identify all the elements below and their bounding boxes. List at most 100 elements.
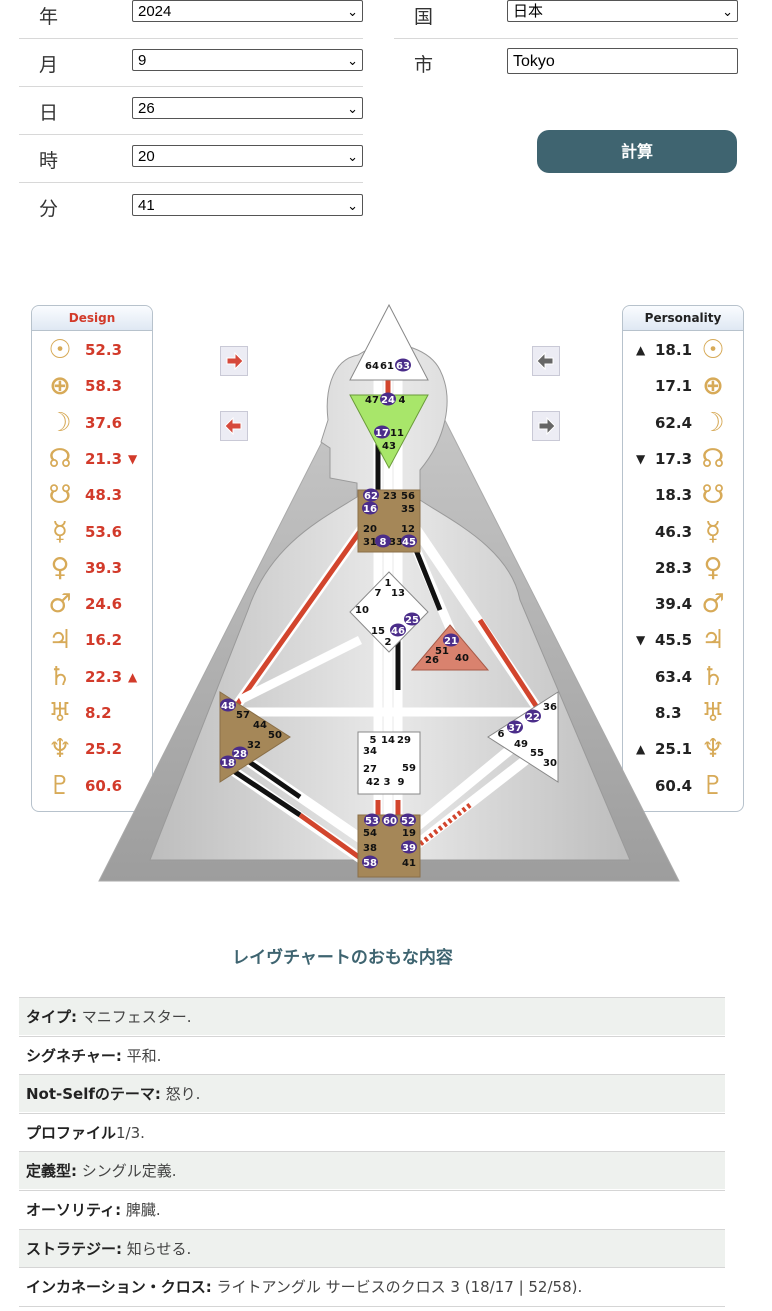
- gate-badge: [220, 698, 236, 712]
- gate-64: 64: [365, 361, 379, 372]
- gate-badge: [375, 534, 391, 548]
- gate-37: 37: [508, 723, 522, 734]
- hour-select[interactable]: 20⌄: [132, 145, 363, 167]
- gate-11: 11: [390, 428, 404, 439]
- gate-1: 1: [385, 578, 392, 589]
- gate-10: 10: [355, 605, 369, 616]
- personality-row-uranus: ♅8.3: [623, 695, 743, 731]
- country-value: 日本: [513, 3, 544, 20]
- gate-55: 55: [530, 748, 544, 759]
- jupiter-icon: ♃: [701, 625, 725, 656]
- design-value-neptune: 25.2: [85, 740, 123, 759]
- gate-3: 3: [384, 777, 391, 788]
- throat-center: [357, 489, 421, 553]
- country-select[interactable]: 日本⌄: [507, 0, 738, 22]
- gate-15: 15: [371, 626, 385, 637]
- year-row: 年 2024⌄: [19, 0, 363, 39]
- design-row-moon: ☽37.6: [32, 405, 152, 441]
- summary-row: タイプ: マニフェスター.: [19, 997, 725, 1035]
- gate-21: 21: [444, 636, 458, 647]
- personality-back-arrow[interactable]: [532, 346, 560, 376]
- summary-row: ストラテジー: 知らせる.: [19, 1228, 725, 1267]
- gate-33: 33: [389, 537, 403, 548]
- summary-row-label: プロファイル: [26, 1123, 117, 1142]
- summary-row-label: オーソリティ:: [26, 1201, 122, 1219]
- neptune-icon: ♆: [48, 734, 72, 765]
- gate-2: 2: [385, 637, 392, 648]
- minute-label: 分: [39, 198, 59, 220]
- gate-59: 59: [402, 763, 416, 774]
- gate-32: 32: [247, 740, 261, 751]
- gate-46: 46: [391, 626, 405, 637]
- month-row: 月 9⌄: [19, 38, 363, 87]
- gate-28: 28: [233, 749, 247, 760]
- gate-61: 61: [380, 361, 394, 372]
- design-row-jupiter: ♃16.2: [32, 622, 152, 658]
- mercury-icon: ☿: [52, 516, 68, 547]
- gate-27: 27: [363, 764, 377, 775]
- saturn-icon: ♄: [701, 661, 725, 692]
- minute-value: 41: [138, 197, 155, 214]
- gate-badge: [232, 746, 248, 760]
- mars-icon: ♂: [48, 589, 72, 620]
- personality-panel: Personality ☉18.1▲⊕17.1☽62.4☊17.3▼☋18.3☿…: [622, 305, 744, 812]
- gate-badge: [364, 813, 380, 827]
- gate-41: 41: [402, 858, 416, 869]
- summary-row: インカネーション・クロス: ライトアングル サービスのクロス 3 (18/17 …: [19, 1267, 725, 1305]
- country-label: 国: [414, 6, 434, 28]
- personality-row-jupiter: ♃45.5▼: [623, 622, 743, 658]
- design-value-venus: 39.3: [85, 558, 123, 577]
- year-select[interactable]: 2024⌄: [132, 0, 363, 22]
- day-label: 日: [39, 102, 59, 124]
- personality-value-neptune: 25.1: [655, 740, 693, 759]
- personality-row-mercury: ☿46.3: [623, 514, 743, 550]
- gate-9: 9: [398, 777, 405, 788]
- background-triangle: [98, 308, 680, 882]
- uranus-icon: ♅: [701, 698, 725, 728]
- year-label: 年: [39, 6, 59, 28]
- city-input[interactable]: Tokyo: [507, 48, 738, 74]
- month-select[interactable]: 9⌄: [132, 49, 363, 71]
- solar-center: [487, 691, 559, 783]
- hour-value: 20: [138, 148, 155, 165]
- personality-title: Personality: [623, 306, 743, 331]
- gate-16: 16: [363, 504, 377, 515]
- minute-select[interactable]: 41⌄: [132, 194, 363, 216]
- gate-8: 8: [380, 537, 387, 548]
- calculate-button[interactable]: 計算: [537, 130, 737, 173]
- summary-row-value: マニフェスター.: [77, 1008, 192, 1026]
- summary-divider: [19, 1305, 725, 1307]
- design-value-earth: 58.3: [85, 377, 123, 396]
- personality-row-moon: ☽62.4: [623, 405, 743, 441]
- personality-forward-arrow[interactable]: [532, 411, 560, 441]
- root-center: [357, 814, 421, 878]
- gate-19: 19: [402, 828, 416, 839]
- design-value-jupiter: 16.2: [85, 631, 123, 650]
- day-row: 日 26 ⌄: [19, 86, 363, 135]
- day-select[interactable]: 26 ⌄: [132, 97, 363, 119]
- gate-18: 18: [221, 758, 235, 769]
- summary-row-label: 定義型:: [26, 1162, 77, 1181]
- design-back-arrow[interactable]: [220, 411, 248, 441]
- chevron-down-icon: ⌄: [347, 101, 358, 116]
- gate-badge: [401, 534, 417, 548]
- personality-value-earth: 17.1: [655, 377, 693, 396]
- design-forward-arrow[interactable]: [220, 346, 248, 376]
- summary-row: プロファイル1/3.: [19, 1112, 725, 1151]
- gate-badge: [400, 813, 416, 827]
- design-value-mercury: 53.6: [85, 522, 123, 541]
- mercury-icon: ☿: [705, 516, 721, 547]
- gate-badge: [220, 755, 236, 769]
- gate-6: 6: [498, 729, 505, 740]
- gate-12: 12: [401, 524, 415, 535]
- summary-row-label: タイプ:: [26, 1008, 77, 1026]
- gate-42: 42: [366, 777, 380, 788]
- summary-row: 定義型: シングル定義.: [19, 1151, 725, 1190]
- gate-39: 39: [402, 843, 416, 854]
- gate-4: 4: [399, 395, 406, 406]
- day-value: 26: [138, 100, 155, 117]
- personality-value-sun: 18.1: [655, 341, 693, 359]
- summary-title: レイヴチャートのおもな内容: [232, 948, 453, 968]
- gate-51: 51: [435, 646, 449, 657]
- gate-38: 38: [363, 843, 377, 854]
